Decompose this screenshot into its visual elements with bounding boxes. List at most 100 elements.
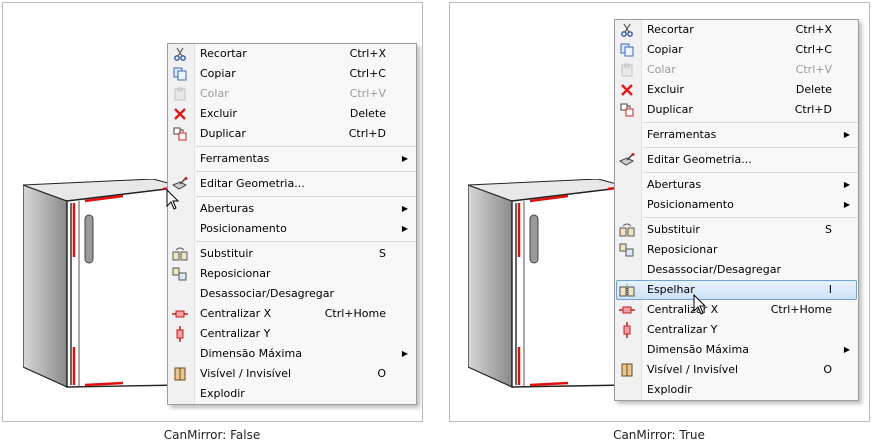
replace-icon — [619, 222, 635, 238]
menu-item-shortcut: O — [823, 363, 832, 376]
mouse-cursor-icon — [166, 189, 180, 210]
mirror-icon — [619, 282, 635, 298]
menu-separator — [196, 171, 416, 172]
menu-icon-gutter — [168, 44, 195, 404]
menu-item-label: Colar — [200, 87, 229, 100]
menu-item-label: Desassociar/Desagregar — [647, 263, 781, 276]
menu-item-label: Aberturas — [647, 178, 702, 191]
visibility-icon — [619, 362, 635, 378]
submenu-arrow-icon: ▶ — [843, 345, 850, 354]
menu-separator — [196, 241, 416, 242]
menu-item-substituir[interactable]: Substituir S — [168, 244, 416, 264]
menu-item-label: Posicionamento — [647, 198, 734, 211]
menu-item-shortcut: Ctrl+C — [795, 43, 832, 56]
copy-icon — [172, 66, 188, 82]
menu-item-shortcut: Ctrl+X — [795, 23, 832, 36]
submenu-arrow-icon: ▶ — [843, 180, 850, 189]
delete-x-icon — [619, 82, 635, 98]
menu-item-desassociar-desagregar[interactable]: Desassociar/Desagregar — [615, 260, 858, 280]
menu-item-shortcut: I — [828, 283, 832, 296]
cabinet-3d-model — [468, 179, 628, 388]
menu-item-shortcut: Ctrl+D — [794, 103, 832, 116]
menu-item-shortcut: Ctrl+V — [795, 63, 832, 76]
menu-item-centralizar-x[interactable]: Centralizar X Ctrl+Home — [615, 300, 858, 320]
visibility-icon — [172, 366, 188, 382]
menu-item-label: Ferramentas — [200, 152, 270, 165]
menu-item-label: Centralizar X — [200, 307, 272, 320]
scissors-icon — [619, 22, 635, 38]
menu-item-colar[interactable]: Colar Ctrl+V — [615, 60, 858, 80]
menu-item-label: Reposicionar — [647, 243, 718, 256]
center-x-icon — [172, 306, 188, 322]
menu-item-label: Visível / Invisível — [200, 367, 292, 380]
duplicate-icon — [172, 126, 188, 142]
edit-geometry-icon — [172, 176, 188, 192]
menu-separator — [643, 122, 858, 123]
left-caption: CanMirror: False — [163, 428, 261, 442]
menu-item-label: Centralizar X — [647, 303, 719, 316]
reposition-icon — [619, 242, 635, 258]
menu-item-label: Posicionamento — [200, 222, 287, 235]
submenu-arrow-icon: ▶ — [401, 224, 408, 233]
replace-icon — [172, 246, 188, 262]
menu-item-centralizar-x[interactable]: Centralizar X Ctrl+Home — [168, 304, 416, 324]
menu-separator — [643, 217, 858, 218]
cabinet-3d-model — [23, 179, 183, 388]
submenu-arrow-icon: ▶ — [843, 130, 850, 139]
menu-item-editar-geometria[interactable]: Editar Geometria... — [615, 150, 858, 170]
menu-item-label: Dimensão Máxima — [647, 343, 749, 356]
menu-item-centralizar-y[interactable]: Centralizar Y — [615, 320, 858, 340]
menu-item-posicionamento[interactable]: Posicionamento▶ — [615, 195, 858, 215]
menu-item-dimensao-maxima[interactable]: Dimensão Máxima ▶ — [615, 340, 858, 360]
menu-item-label: Recortar — [647, 23, 694, 36]
menu-item-label: Reposicionar — [200, 267, 271, 280]
menu-item-ferramentas[interactable]: Ferramentas▶ — [615, 125, 858, 145]
menu-item-shortcut: Ctrl+Home — [770, 303, 832, 316]
menu-item-shortcut: Ctrl+Home — [324, 307, 386, 320]
menu-item-excluir[interactable]: Excluir Delete — [615, 80, 858, 100]
menu-item-label: Colar — [647, 63, 676, 76]
menu-item-reposicionar[interactable]: Reposicionar — [615, 240, 858, 260]
scissors-icon — [172, 46, 188, 62]
menu-item-shortcut: Ctrl+D — [348, 127, 386, 140]
center-x-icon — [619, 302, 635, 318]
menu-item-label: Substituir — [200, 247, 253, 260]
menu-item-desassociar-desagregar[interactable]: Desassociar/Desagregar — [168, 284, 416, 304]
menu-item-colar[interactable]: Colar Ctrl+V — [168, 84, 416, 104]
menu-item-recortar[interactable]: Recortar Ctrl+X — [615, 20, 858, 40]
center-y-icon — [172, 326, 188, 342]
menu-item-ferramentas[interactable]: Ferramentas▶ — [168, 149, 416, 169]
menu-item-shortcut: Delete — [349, 107, 386, 120]
menu-item-aberturas[interactable]: Aberturas ▶ — [615, 175, 858, 195]
menu-item-shortcut: Ctrl+V — [349, 87, 386, 100]
menu-item-shortcut: S — [379, 247, 386, 260]
menu-item-label: Aberturas — [200, 202, 255, 215]
menu-item-explodir[interactable]: Explodir — [615, 380, 858, 400]
menu-item-reposicionar[interactable]: Reposicionar — [168, 264, 416, 284]
menu-item-label: Excluir — [200, 107, 237, 120]
menu-item-label: Excluir — [647, 83, 684, 96]
menu-item-centralizar-y[interactable]: Centralizar Y — [168, 324, 416, 344]
menu-item-shortcut: Delete — [795, 83, 832, 96]
menu-item-explodir[interactable]: Explodir — [168, 384, 416, 404]
menu-item-editar-geometria[interactable]: Editar Geometria... — [168, 174, 416, 194]
menu-item-dimensao-maxima[interactable]: Dimensão Máxima▶ — [168, 344, 416, 364]
menu-item-shortcut: Ctrl+C — [349, 67, 386, 80]
menu-item-excluir[interactable]: Excluir Delete — [168, 104, 416, 124]
menu-item-label: Desassociar/Desagregar — [200, 287, 334, 300]
menu-item-aberturas[interactable]: Aberturas▶ — [168, 199, 416, 219]
menu-item-highlight — [616, 280, 857, 300]
menu-item-posicionamento[interactable]: Posicionamento ▶ — [168, 219, 416, 239]
